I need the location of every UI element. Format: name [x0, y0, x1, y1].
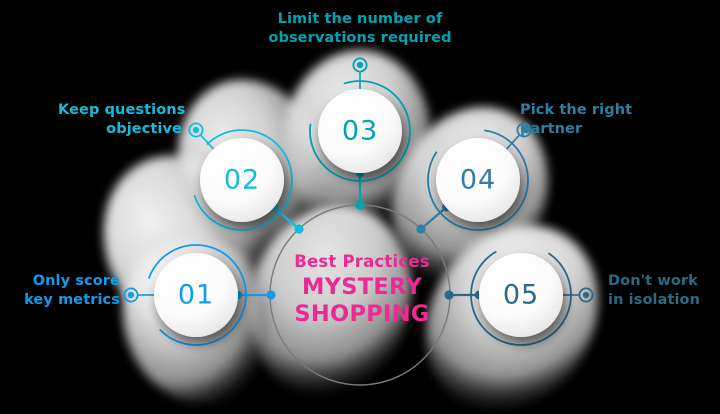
step-label-line1: Keep questions: [58, 102, 186, 118]
step-label-line2: objective: [106, 120, 182, 137]
step-number-01: 01: [178, 280, 214, 311]
step-number-03: 03: [342, 116, 378, 147]
step-label-line2: key metrics: [24, 291, 120, 308]
step-label-line1: Don't work: [608, 273, 698, 289]
step-label-05: Don't work in isolation: [608, 272, 716, 309]
label-markers: [123, 57, 594, 303]
step-label-line2: partner: [520, 120, 583, 137]
step-number-04: 04: [460, 165, 496, 196]
step-number-05: 05: [503, 280, 539, 311]
step-label-line1: Limit the number of: [277, 11, 443, 27]
step-label-02: Keep questions objective: [58, 101, 186, 138]
step-numbers: 01 02 03 04 05: [178, 116, 539, 311]
step-label-line2: observations required: [268, 29, 452, 46]
step-label-line1: Pick the right: [520, 102, 633, 118]
step-discs: [154, 89, 563, 337]
step-ring-arcs: [145, 80, 572, 346]
step-number-02: 02: [224, 165, 260, 196]
step-label-03: Limit the number of observations required: [262, 10, 458, 47]
step-label-line2: in isolation: [608, 291, 701, 308]
step-label-line1: Only score: [32, 273, 120, 289]
step-label-04: Pick the right partner: [520, 101, 650, 138]
step-label-01: Only score key metrics: [16, 272, 120, 309]
